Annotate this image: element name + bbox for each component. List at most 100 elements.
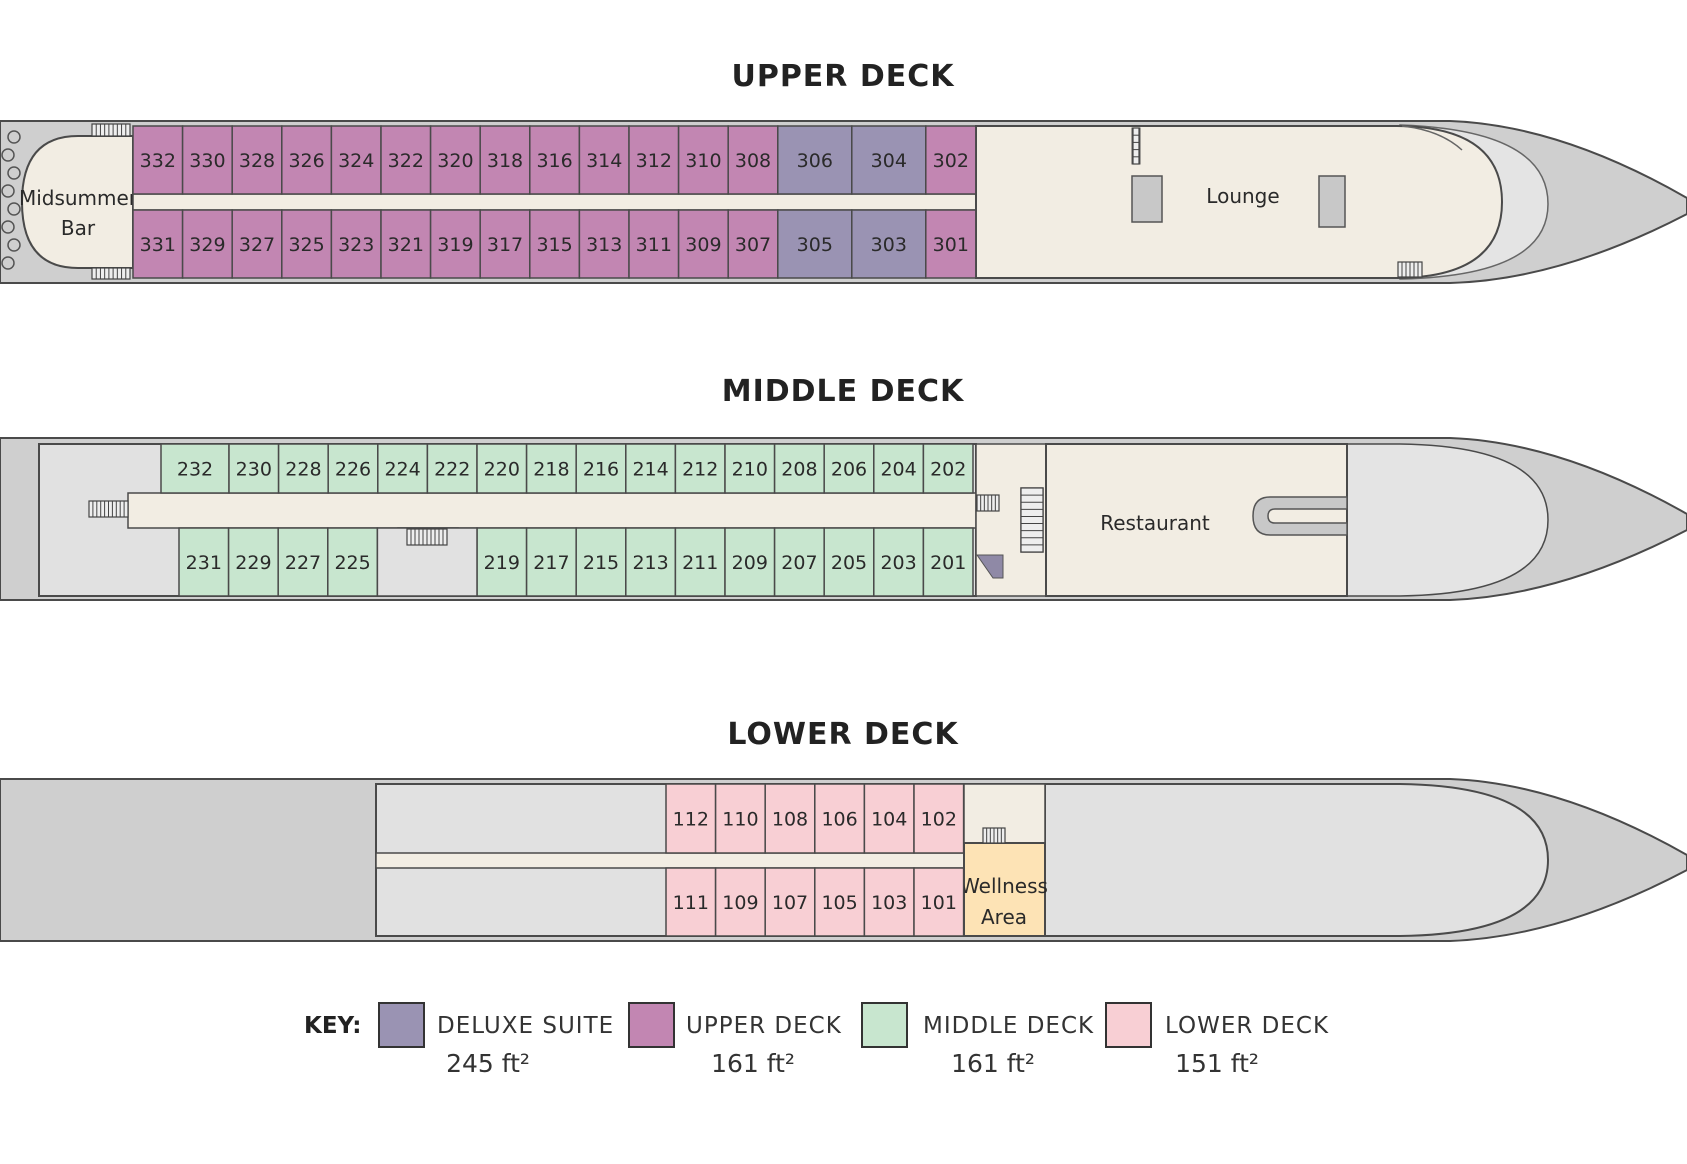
cabin-202[interactable]: 202 <box>922 443 974 494</box>
cabin-109[interactable]: 109 <box>714 867 766 937</box>
cabin-318[interactable]: 318 <box>479 125 531 195</box>
cabin-320[interactable]: 320 <box>429 125 481 195</box>
cabin-307[interactable]: 307 <box>727 209 779 279</box>
cabin-shape <box>724 527 776 597</box>
cabin-201[interactable]: 201 <box>922 527 974 597</box>
cabin-314[interactable]: 314 <box>578 125 630 195</box>
cabin-number: 232 <box>177 459 213 481</box>
cabin-324[interactable]: 324 <box>330 125 382 195</box>
cabin-332[interactable]: 332 <box>132 125 184 195</box>
cabin-104[interactable]: 104 <box>863 783 915 854</box>
cabin-217[interactable]: 217 <box>525 527 577 597</box>
cabin-number: 107 <box>772 892 808 914</box>
cabin-209[interactable]: 209 <box>724 527 776 597</box>
cabin-219[interactable]: 219 <box>476 527 528 597</box>
legend-swatch <box>378 1002 425 1048</box>
cabin-218[interactable]: 218 <box>525 443 577 494</box>
cabin-number: 203 <box>880 552 916 574</box>
cabin-228[interactable]: 228 <box>277 443 329 494</box>
cabin-325[interactable]: 325 <box>281 209 333 279</box>
cabin-304[interactable]: 304 <box>851 125 927 195</box>
cabin-number: 322 <box>388 150 424 172</box>
cabin-203[interactable]: 203 <box>873 527 925 597</box>
lounge-area <box>975 125 1504 279</box>
cabin-112[interactable]: 112 <box>665 783 717 854</box>
cabin-shape <box>773 443 825 494</box>
cabin-317[interactable]: 317 <box>479 209 531 279</box>
cabin-311[interactable]: 311 <box>628 209 680 279</box>
cabin-229[interactable]: 229 <box>227 527 279 597</box>
cabin-shape <box>674 443 726 494</box>
cabin-215[interactable]: 215 <box>575 527 627 597</box>
cabin-313[interactable]: 313 <box>578 209 630 279</box>
cabin-308[interactable]: 308 <box>727 125 779 195</box>
cabin-shape <box>724 443 776 494</box>
cabin-310[interactable]: 310 <box>677 125 729 195</box>
cabin-312[interactable]: 312 <box>628 125 680 195</box>
cabin-319[interactable]: 319 <box>429 209 481 279</box>
cabin-327[interactable]: 327 <box>231 209 283 279</box>
cabin-232[interactable]: 232 <box>160 443 230 494</box>
cabin-106[interactable]: 106 <box>814 783 866 854</box>
cabin-323[interactable]: 323 <box>330 209 382 279</box>
cabin-208[interactable]: 208 <box>773 443 825 494</box>
cabin-shape <box>525 527 577 597</box>
cabin-105[interactable]: 105 <box>814 867 866 937</box>
cabin-231[interactable]: 231 <box>178 527 230 597</box>
cabin-108[interactable]: 108 <box>764 783 816 854</box>
cabin-216[interactable]: 216 <box>575 443 627 494</box>
stairs-middle-center <box>406 528 448 546</box>
cabin-306[interactable]: 306 <box>777 125 853 195</box>
cabin-303[interactable]: 303 <box>851 209 927 279</box>
cabin-222[interactable]: 222 <box>426 443 478 494</box>
cabin-225[interactable]: 225 <box>327 527 379 597</box>
cabin-shape <box>575 443 627 494</box>
cabin-211[interactable]: 211 <box>674 527 726 597</box>
cabin-220[interactable]: 220 <box>476 443 528 494</box>
cabin-shape <box>677 209 729 279</box>
cabin-102[interactable]: 102 <box>913 783 965 854</box>
cabin-206[interactable]: 206 <box>823 443 875 494</box>
cabin-shape <box>578 209 630 279</box>
cabin-302[interactable]: 302 <box>925 125 977 195</box>
cabin-321[interactable]: 321 <box>380 209 432 279</box>
cabin-214[interactable]: 214 <box>625 443 677 494</box>
cabin-226[interactable]: 226 <box>327 443 379 494</box>
cabin-shape <box>476 527 528 597</box>
midsummer-bar-label-line2: Bar <box>61 216 96 240</box>
midsummer-bar-label-line1: Midsummer <box>19 186 138 210</box>
cabin-number: 315 <box>536 234 572 256</box>
cabin-205[interactable]: 205 <box>823 527 875 597</box>
cabin-107[interactable]: 107 <box>764 867 816 937</box>
cabin-210[interactable]: 210 <box>724 443 776 494</box>
cabin-224[interactable]: 224 <box>377 443 429 494</box>
cabin-207[interactable]: 207 <box>773 527 825 597</box>
cabin-111[interactable]: 111 <box>665 867 717 937</box>
cabin-315[interactable]: 315 <box>529 209 581 279</box>
cabin-212[interactable]: 212 <box>674 443 726 494</box>
cabin-number: 304 <box>871 150 907 172</box>
cabin-316[interactable]: 316 <box>529 125 581 195</box>
cabin-328[interactable]: 328 <box>231 125 283 195</box>
cabin-shape <box>851 125 927 195</box>
cabin-326[interactable]: 326 <box>281 125 333 195</box>
middle-deck-service-room <box>976 554 1004 579</box>
cabin-110[interactable]: 110 <box>714 783 766 854</box>
cabin-227[interactable]: 227 <box>277 527 329 597</box>
cabin-329[interactable]: 329 <box>181 209 233 279</box>
cabin-213[interactable]: 213 <box>625 527 677 597</box>
cabin-204[interactable]: 204 <box>873 443 925 494</box>
cabin-230[interactable]: 230 <box>228 443 280 494</box>
cabin-331[interactable]: 331 <box>132 209 184 279</box>
cabin-301[interactable]: 301 <box>925 209 977 279</box>
legend-size: 245 ft² <box>446 1049 530 1078</box>
cabin-101[interactable]: 101 <box>913 867 965 937</box>
legend-swatch <box>1105 1002 1152 1048</box>
cabin-number: 216 <box>583 459 619 481</box>
cabin-309[interactable]: 309 <box>677 209 729 279</box>
cabin-103[interactable]: 103 <box>863 867 915 937</box>
cabin-305[interactable]: 305 <box>777 209 853 279</box>
cabin-number: 224 <box>384 459 420 481</box>
cabin-322[interactable]: 322 <box>380 125 432 195</box>
cabin-330[interactable]: 330 <box>181 125 233 195</box>
